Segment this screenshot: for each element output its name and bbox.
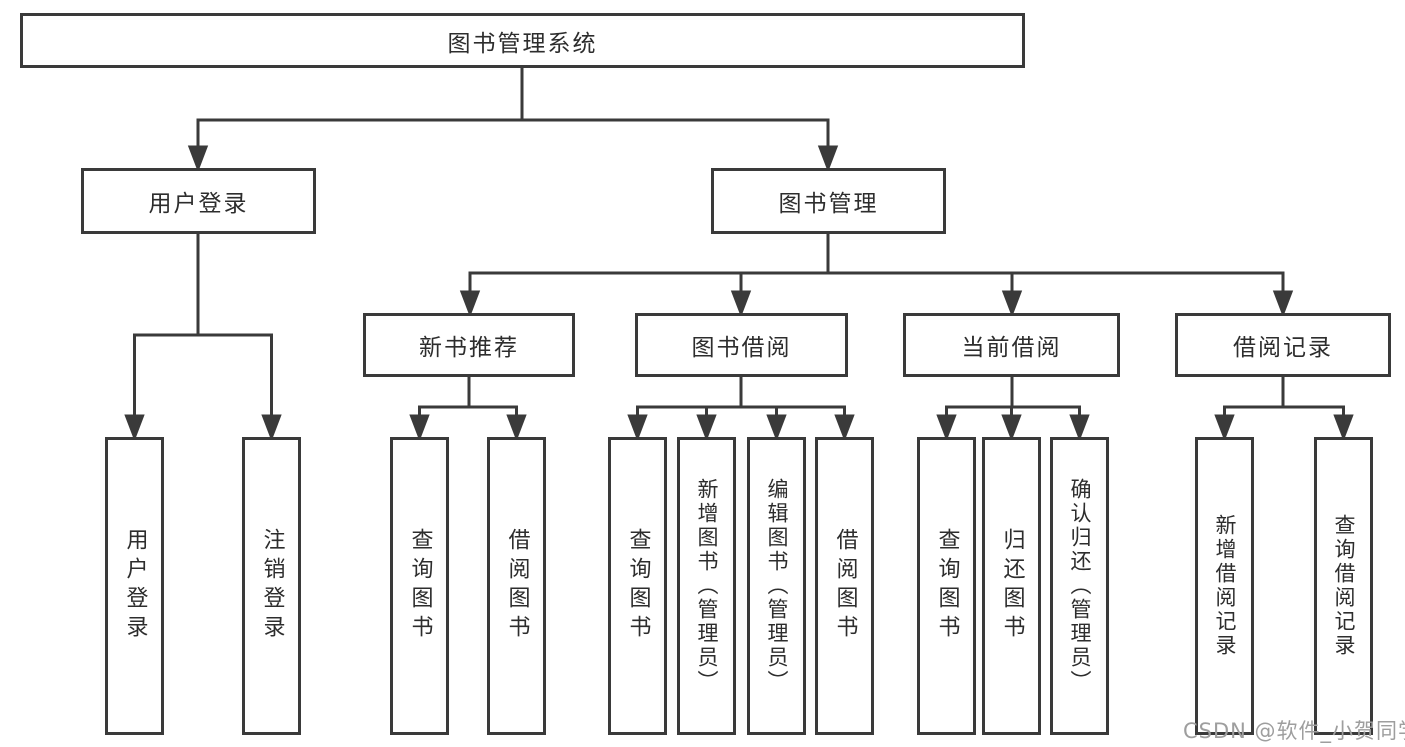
connector-bookmgmt-to-level3	[459, 234, 1294, 318]
node-label: 编辑图书（管理员）	[765, 478, 789, 694]
node-label: 图书借阅	[691, 335, 792, 361]
arrowhead-icon	[766, 414, 787, 442]
node-label: 查询图书	[934, 528, 960, 644]
arrowhead-icon	[261, 414, 282, 442]
leaf-add-books-admin: 新增图书（管理员）	[677, 437, 736, 735]
node-label: 查询图书	[407, 528, 433, 644]
connector-record-to-leaves	[1214, 377, 1354, 442]
node-label: 图书管理系统	[447, 30, 598, 57]
leaf-return-books: 归还图书	[982, 437, 1041, 735]
leaf-confirm-return-admin: 确认归还（管理员）	[1050, 437, 1109, 735]
arrowhead-icon	[1333, 414, 1354, 442]
leaf-query-borrow-record: 查询借阅记录	[1314, 437, 1373, 735]
node-user-login: 用户登录	[81, 168, 316, 234]
arrowhead-icon	[506, 414, 527, 442]
arrowhead-icon	[1069, 414, 1090, 442]
leaf-query-books-current: 查询图书	[917, 437, 976, 735]
leaf-edit-books-admin: 编辑图书（管理员）	[747, 437, 806, 735]
node-label: 归还图书	[999, 528, 1025, 644]
arrowhead-icon	[1214, 414, 1235, 442]
connector-root-to-level2	[187, 68, 839, 173]
csdn-watermark: CSDN @软件_小贺同学	[1183, 719, 1405, 743]
arrowhead-icon	[817, 145, 839, 173]
arrowhead-icon	[696, 414, 717, 442]
node-label: 借阅图书	[832, 528, 858, 644]
arrowhead-icon	[1001, 290, 1023, 318]
node-label: 用户登录	[122, 528, 148, 644]
connector-newbook-to-leaves	[409, 377, 527, 442]
leaf-borrow-books-recommend: 借阅图书	[487, 437, 546, 735]
arrowhead-icon	[124, 414, 145, 442]
arrowhead-icon	[1001, 414, 1022, 442]
connector-userlogin-to-leaves	[124, 234, 282, 442]
leaf-add-borrow-record: 新增借阅记录	[1195, 437, 1254, 735]
node-book-management: 图书管理	[711, 168, 946, 234]
node-label: 新书推荐	[419, 335, 519, 361]
arrowhead-icon	[627, 414, 648, 442]
node-new-book-recommend: 新书推荐	[363, 313, 575, 377]
arrowhead-icon	[936, 414, 957, 442]
node-label: 借阅图书	[504, 528, 530, 644]
leaf-logout: 注销登录	[242, 437, 301, 735]
node-label: 新增图书（管理员）	[695, 478, 719, 694]
node-label: 确认归还（管理员）	[1068, 478, 1092, 694]
leaf-query-books-recommend: 查询图书	[390, 437, 449, 735]
node-label: 当前借阅	[961, 335, 1062, 361]
connector-borrow-to-leaves	[627, 377, 855, 442]
arrowhead-icon	[459, 290, 481, 318]
node-book-borrow: 图书借阅	[635, 313, 848, 377]
node-label: 查询图书	[625, 528, 651, 644]
arrowhead-icon	[730, 290, 752, 318]
leaf-user-login: 用户登录	[105, 437, 164, 735]
arrowhead-icon	[187, 145, 209, 173]
node-label: 用户登录	[148, 191, 249, 217]
leaf-query-books-borrow: 查询图书	[608, 437, 667, 735]
node-label: 图书管理	[778, 191, 879, 217]
arrowhead-icon	[409, 414, 430, 442]
connector-current-to-leaves	[936, 377, 1090, 442]
node-borrow-record: 借阅记录	[1175, 313, 1391, 377]
node-label: 借阅记录	[1233, 335, 1333, 361]
arrowhead-icon	[834, 414, 855, 442]
node-current-borrow: 当前借阅	[903, 313, 1120, 377]
arrowhead-icon	[1272, 290, 1294, 318]
leaf-borrow-books: 借阅图书	[815, 437, 874, 735]
node-label: 新增借阅记录	[1213, 514, 1237, 658]
node-root-system: 图书管理系统	[20, 13, 1025, 68]
node-label: 注销登录	[259, 528, 285, 644]
node-label: 查询借阅记录	[1332, 514, 1356, 658]
